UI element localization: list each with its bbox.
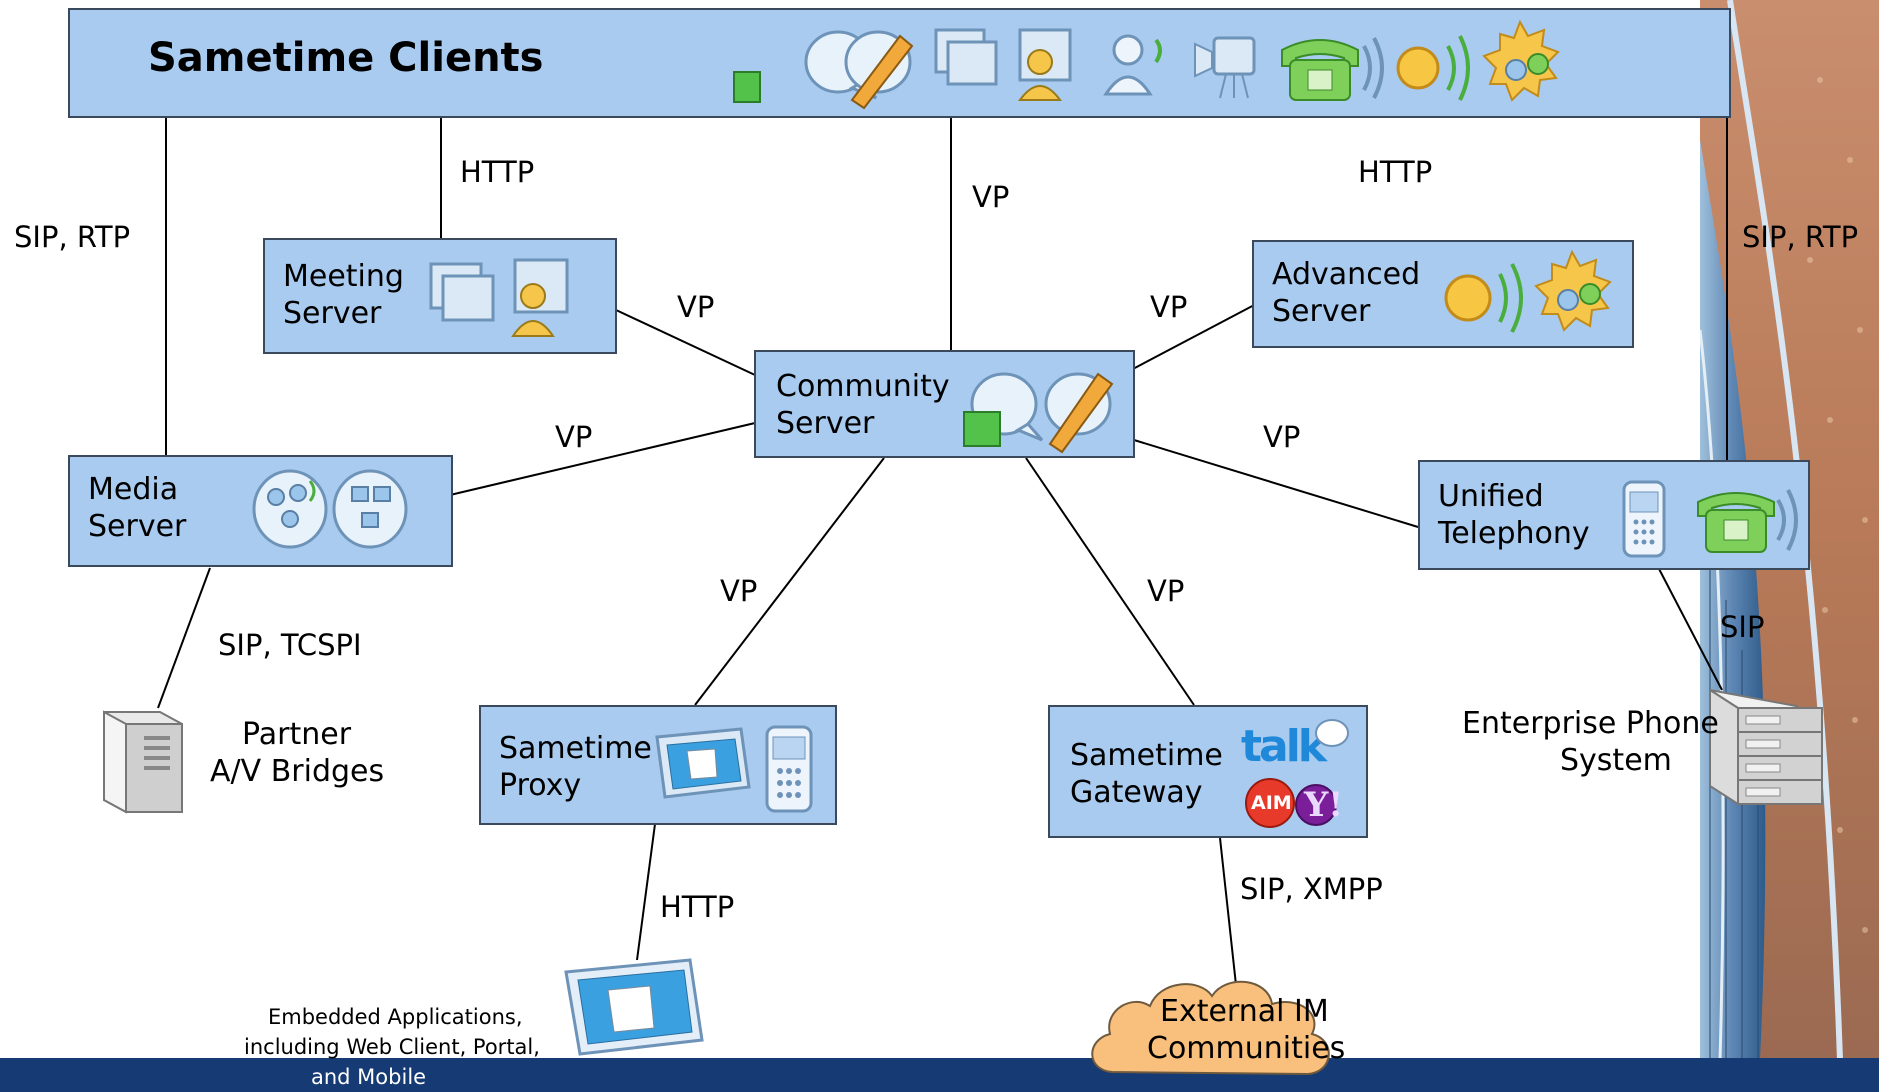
- video-camera-icon: [1194, 36, 1256, 99]
- media-server-label-1: Media: [88, 472, 179, 507]
- sametime-gateway-label-2: Gateway: [1070, 775, 1203, 810]
- telephone-icon: [1697, 489, 1798, 553]
- meeting-server-label-1: Meeting: [283, 259, 404, 294]
- meeting-server-node: Meeting Server: [263, 238, 617, 354]
- external-label-2: Communities: [1147, 1031, 1346, 1066]
- edge-label-clients-meeting: HTTP: [460, 155, 535, 189]
- edge-label-proxy-embedded: HTTP: [660, 890, 735, 924]
- server-rack-icon: [1709, 688, 1823, 806]
- pencil-chat-icon: [844, 30, 914, 110]
- edge-label-clients-media: SIP, RTP: [14, 220, 131, 254]
- phone-system-label-1: Enterprise Phone: [1462, 706, 1719, 741]
- edge-label-media-partner: SIP, TCSPI: [218, 628, 362, 662]
- embedded-label-2: including Web Client, Portal,: [244, 1035, 540, 1059]
- audio-conference-icon: [1444, 263, 1523, 333]
- edge-label-advanced-community: VP: [1150, 290, 1188, 324]
- edge-label-community-proxy: VP: [720, 574, 758, 608]
- unified-telephony-label-1: Unified: [1438, 479, 1544, 514]
- cloud-icon: [1091, 980, 1330, 1076]
- unified-telephony-label-2: Telephony: [1438, 516, 1590, 551]
- community-server-label-2: Server: [776, 406, 875, 441]
- telephone-icon: [1281, 37, 1384, 101]
- edge-label-community-gateway: VP: [1147, 574, 1185, 608]
- diagram-title: Sametime Clients: [148, 35, 544, 81]
- edge-label-telephony-community: VP: [1263, 420, 1301, 454]
- community-sun-icon: [1482, 19, 1560, 102]
- laptop-icon: [655, 727, 751, 799]
- sametime-proxy-label-2: Proxy: [499, 768, 582, 803]
- yahoo-badge-shape: [1295, 784, 1337, 826]
- advanced-server-label-1: Advanced: [1272, 257, 1421, 292]
- sametime-proxy-label-1: Sametime: [499, 731, 652, 766]
- unified-telephony-node: Unified Telephony: [1418, 460, 1810, 570]
- meeting-server-label-2: Server: [283, 296, 382, 331]
- mobile-phone-icon: [1622, 480, 1666, 558]
- voice-user-icon: [1103, 34, 1162, 96]
- media-server-label-2: Server: [88, 509, 187, 544]
- aim-logo: AIM: [1251, 792, 1292, 814]
- voice-group-icon: [252, 469, 328, 549]
- chat-bubble-icon: [1315, 719, 1349, 747]
- partner-label-1: Partner: [242, 717, 352, 752]
- edge-label-gateway-external: SIP, XMPP: [1240, 872, 1383, 906]
- community-server-node: Community Server: [754, 350, 1135, 458]
- video-group-icon: [332, 469, 408, 549]
- pencil-chat-icon: [1044, 372, 1114, 454]
- community-server-label-1: Community: [776, 369, 950, 404]
- mobile-phone-icon: [765, 725, 813, 813]
- laptop-icon: [564, 958, 704, 1056]
- edge-label-meeting-community: VP: [677, 290, 715, 324]
- google-talk-logo: talk: [1241, 721, 1327, 772]
- aim-badge-shape: [1245, 778, 1295, 828]
- edge-label-clients-community: VP: [972, 180, 1010, 214]
- edge-label-telephony-phone: SIP: [1720, 610, 1765, 644]
- external-label-1: External IM: [1160, 994, 1329, 1029]
- media-server-node: Media Server: [68, 455, 453, 567]
- advanced-server-node: Advanced Server: [1252, 240, 1634, 348]
- edge-label-media-community: VP: [555, 420, 593, 454]
- community-sun-icon: [1534, 249, 1612, 332]
- chat-bubble-icon: [963, 372, 1044, 447]
- screens-icon: [429, 262, 495, 322]
- phone-system-label-2: System: [1560, 743, 1672, 778]
- screens-icon: [934, 28, 998, 86]
- edge-label-clients-telephony: SIP, RTP: [1742, 220, 1859, 254]
- sametime-gateway-label-1: Sametime: [1070, 738, 1223, 773]
- advanced-server-label-2: Server: [1272, 294, 1371, 329]
- partner-label-2: A/V Bridges: [210, 754, 385, 789]
- sametime-gateway-node: Sametime Gateway talk AIM Y!: [1048, 705, 1368, 838]
- meeting-user-icon: [1018, 28, 1072, 101]
- embedded-label-1: Embedded Applications,: [268, 1005, 523, 1029]
- yahoo-logo: Y!: [1304, 785, 1344, 825]
- sametime-clients-bar: Sametime Clients: [68, 8, 1731, 118]
- edge-label-clients-advanced: HTTP: [1358, 155, 1433, 189]
- audio-conference-icon: [1396, 35, 1470, 101]
- sametime-proxy-node: Sametime Proxy: [479, 705, 837, 825]
- server-tower-icon: [103, 710, 183, 814]
- embedded-label-3: and Mobile: [311, 1065, 427, 1089]
- bottom-bar: [0, 1058, 1879, 1092]
- meeting-user-icon: [511, 258, 569, 337]
